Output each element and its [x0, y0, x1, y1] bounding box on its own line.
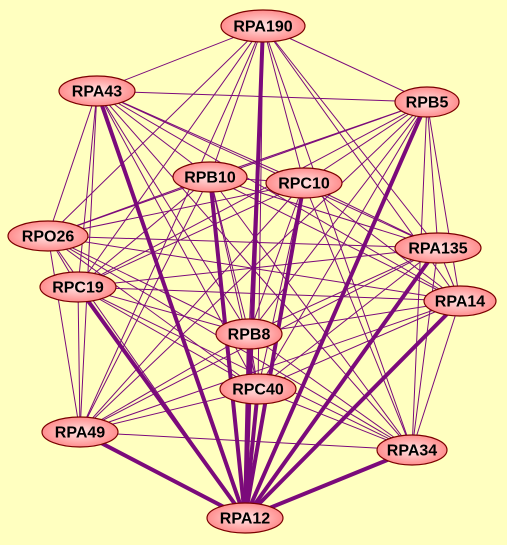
edge-rpc19-rpa49: [77, 286, 81, 433]
node-ellipse: [215, 318, 283, 350]
node-label: RPO26: [22, 229, 75, 246]
node-label: RPB10: [184, 170, 236, 187]
edge-rpa190-rpa34: [262, 25, 413, 451]
node-ellipse: [39, 271, 117, 303]
edge-rpc19-rpc40: [77, 286, 259, 390]
node-label: RPA34: [387, 443, 437, 460]
node-label: RPB5: [406, 95, 449, 112]
edge-rpc10-rpb8: [248, 182, 305, 335]
edge-rpa190-rpb10: [209, 25, 264, 178]
edge-rpa12-rpb5: [243, 100, 429, 520]
edge-rpa12-rpa14: [243, 299, 462, 520]
edge-rpa12-rpb10: [208, 175, 247, 520]
node-ellipse: [376, 434, 448, 466]
edge-rpc10-rpc19: [77, 182, 305, 288]
node-rpc10[interactable]: RPC10: [265, 167, 343, 199]
node-rpc19[interactable]: RPC19: [39, 271, 117, 303]
edge-rpa43-rpa49: [79, 90, 98, 433]
edge-rpc10-rpa49: [79, 182, 305, 433]
edge-rpa135-rpa34: [411, 247, 439, 451]
edge-rpa43-rpc19: [77, 90, 98, 288]
edge-rpa190-rpc19: [77, 25, 264, 288]
node-ellipse: [58, 75, 136, 107]
edge-rpb10-rpa49: [79, 176, 211, 433]
node-label: RPC40: [232, 382, 284, 399]
node-rpb8[interactable]: RPB8: [215, 318, 283, 350]
node-ellipse: [423, 285, 497, 317]
node-ellipse: [394, 86, 460, 118]
node-rpa190[interactable]: RPA190: [220, 9, 306, 43]
node-label: RPA190: [233, 19, 292, 36]
edge-rpa12-rpc40: [243, 387, 260, 520]
node-ellipse: [265, 167, 343, 199]
node-label: RPC10: [278, 176, 330, 193]
node-rpb5[interactable]: RPB5: [394, 86, 460, 118]
edge-rpa14-rpc40: [257, 300, 461, 390]
edge-rpb10-rpa14: [209, 176, 461, 302]
edge-rpa190-rpc10: [262, 25, 305, 184]
node-label: RPA135: [408, 241, 467, 258]
node-label: RPA12: [220, 511, 270, 528]
node-label: RPB8: [228, 327, 271, 344]
edge-rpb10-rpb8: [209, 176, 250, 335]
node-ellipse: [7, 220, 89, 252]
edge-rpb5-rpc19: [77, 101, 428, 288]
edge-rpo26-rpb8: [47, 235, 250, 335]
node-rpo26[interactable]: RPO26: [7, 220, 89, 252]
edge-rpb10-rpa135: [209, 176, 439, 249]
edge-rpb8-rpa34: [248, 333, 413, 451]
edge-rpc19-rpa14: [77, 286, 461, 302]
edge-rpb5-rpa14: [426, 101, 461, 302]
node-ellipse: [220, 9, 306, 43]
edge-rpa135-rpc19: [77, 247, 439, 288]
edge-rpa12-rpc19: [76, 285, 247, 520]
edge-rpa190-rpa135: [262, 25, 439, 249]
edge-rpa12-rpa34: [243, 448, 414, 520]
node-rpa34[interactable]: RPA34: [376, 434, 448, 466]
node-rpa12[interactable]: RPA12: [206, 502, 284, 534]
edge-rpa43-rpo26: [47, 90, 98, 237]
node-ellipse: [172, 161, 248, 193]
edge-rpo26-rpa135: [47, 235, 439, 249]
node-rpb10[interactable]: RPB10: [172, 161, 248, 193]
edge-rpa190-rpo26: [47, 25, 264, 237]
edge-rpb8-rpa49: [79, 333, 250, 433]
edge-rpa43-rpa135: [96, 90, 439, 249]
node-label: RPC19: [52, 280, 104, 297]
node-rpa43[interactable]: RPA43: [58, 75, 136, 107]
edge-rpa14-rpb8: [248, 300, 461, 335]
edge-rpa43-rpc10: [96, 90, 305, 184]
node-label: RPA49: [55, 425, 105, 442]
node-rpc40[interactable]: RPC40: [219, 373, 297, 405]
edge-rpc10-rpo26: [47, 182, 305, 237]
node-label: RPA43: [72, 84, 122, 101]
node-ellipse: [206, 502, 284, 534]
edge-rpa14-rpa34: [411, 300, 461, 451]
node-rpa14[interactable]: RPA14: [423, 285, 497, 317]
node-rpa135[interactable]: RPA135: [394, 232, 482, 264]
edge-rpa12-rpa49: [78, 430, 247, 520]
node-ellipse: [219, 373, 297, 405]
edge-rpa12-rpa135: [243, 246, 440, 520]
edge-rpa12-rpc10: [243, 181, 306, 520]
node-ellipse: [41, 416, 119, 448]
edge-rpa43-rpb10: [96, 90, 211, 178]
node-label: RPA14: [435, 294, 485, 311]
edge-rpa12-rpb8: [243, 332, 251, 520]
edge-rpc19-rpa34: [77, 286, 413, 451]
node-rpa49[interactable]: RPA49: [41, 416, 119, 448]
node-ellipse: [394, 232, 482, 264]
edge-rpa12-rpa43: [95, 89, 247, 520]
edge-rpb5-rpc10: [303, 101, 428, 184]
edge-rpo26-rpa49: [47, 235, 81, 433]
edge-rpo26-rpc40: [47, 235, 259, 390]
edge-rpb5-rpa135: [426, 101, 439, 249]
